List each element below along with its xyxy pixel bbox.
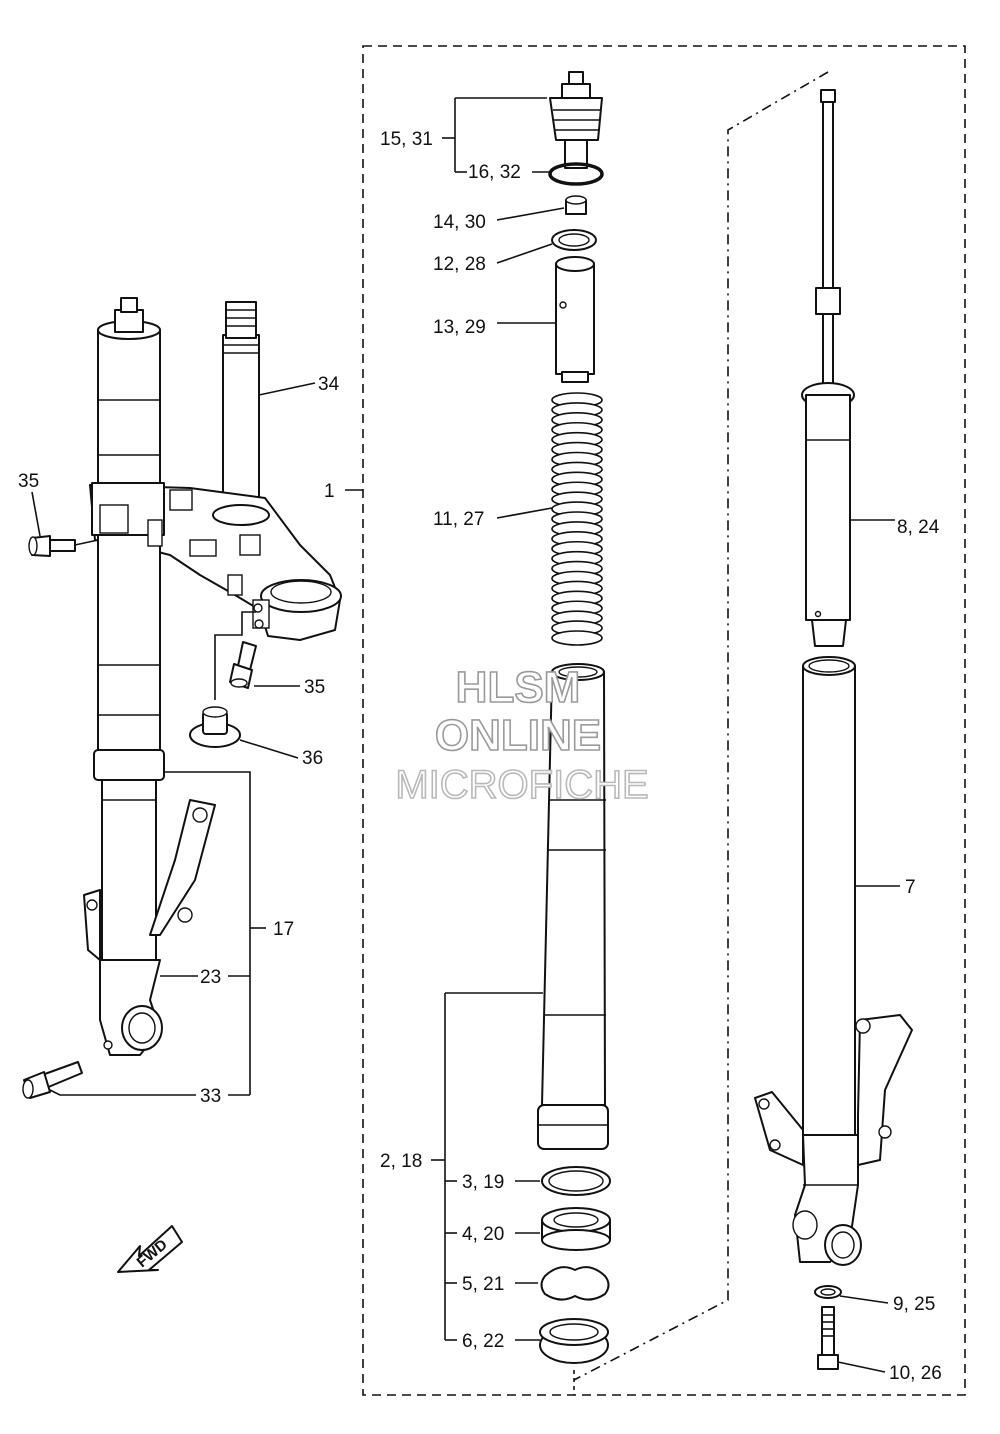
label-9-25: 9, 25 [893, 1294, 935, 1315]
label-33: 33 [200, 1086, 221, 1107]
inner-tube-7 [754, 656, 913, 1266]
nut-14-30 [565, 195, 587, 215]
leader-lines [31, 71, 900, 1395]
watermark-line-3: MICROFICHE [395, 763, 648, 807]
bolt-10-26 [817, 1306, 839, 1370]
outer-tube-2-18 [537, 663, 609, 1150]
label-34: 34 [318, 374, 340, 395]
label-4-20: 4, 20 [462, 1224, 504, 1245]
label-23: 23 [200, 967, 221, 988]
cap-bolt-15-31 [549, 71, 603, 169]
label-3-19: 3, 19 [462, 1172, 504, 1193]
label-16-32: 16, 32 [468, 162, 521, 183]
washer-3-19 [541, 1166, 611, 1196]
washer-12-28 [551, 229, 597, 251]
label-1: 1 [324, 481, 335, 502]
watermark: HLSM ONLINE MICROFICHE [395, 662, 650, 808]
label-11-27: 11, 27 [433, 509, 484, 530]
watermark-line-1: HLSM [456, 663, 581, 712]
label-10-26: 10, 26 [889, 1363, 942, 1384]
label-17: 17 [273, 919, 294, 940]
label-14-30: 14, 30 [433, 212, 486, 233]
washer-9-25 [814, 1285, 842, 1299]
label-6-22: 6, 22 [462, 1331, 504, 1352]
o-ring-16-32 [548, 162, 604, 186]
bolt-35-lower [229, 641, 257, 689]
label-2-18: 2, 18 [380, 1151, 422, 1172]
label-13-29: 13, 29 [433, 317, 486, 338]
bolt-33 [22, 1061, 83, 1099]
clip-5-21 [540, 1266, 610, 1301]
fwd-arrow-icon: FWD [117, 1225, 183, 1273]
assembly-outline [362, 45, 966, 1396]
damper-rod-8-24 [801, 89, 855, 647]
cap-36 [189, 706, 241, 748]
dust-seal-6-22 [539, 1318, 609, 1364]
label-36: 36 [302, 748, 323, 769]
label-35-lower: 35 [304, 677, 325, 698]
seal-4-20 [541, 1207, 611, 1251]
label-8-24: 8, 24 [897, 517, 940, 538]
label-5-21: 5, 21 [462, 1274, 504, 1295]
bolt-35-upper [28, 535, 76, 557]
spacer-13-29 [555, 256, 595, 383]
label-15-31: 15, 31 [380, 129, 433, 150]
watermark-line-2: ONLINE [435, 711, 601, 760]
label-12-28: 12, 28 [433, 254, 486, 275]
assembled-fork-illustration [83, 297, 342, 1056]
label-7: 7 [905, 877, 916, 898]
spring-11-27 [551, 392, 603, 646]
label-35-upper: 35 [18, 471, 39, 492]
